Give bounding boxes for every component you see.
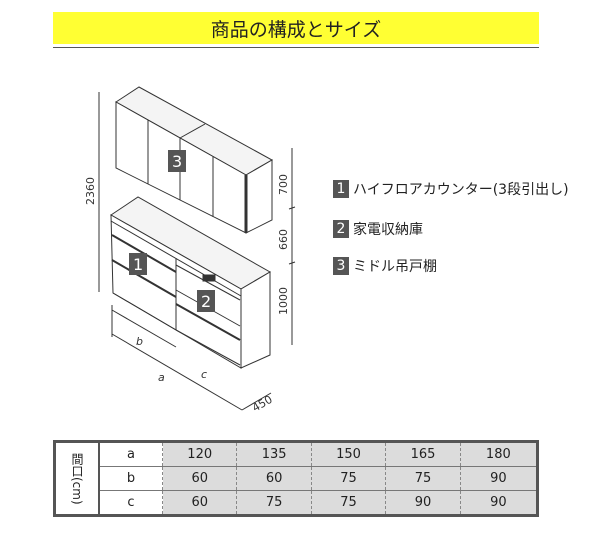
label-b: b	[136, 335, 143, 348]
dim-total-height: 2360	[84, 177, 97, 205]
badge-3: 3	[172, 152, 182, 171]
cabinet-diagram: 2360 700 660 1000 450 b a c 1 2 3	[84, 86, 296, 415]
page-title: 商品の構成とサイズ	[53, 12, 539, 44]
label-a: a	[158, 371, 165, 384]
badge-1: 1	[133, 255, 143, 274]
dim-upper: 700	[277, 174, 290, 195]
label-c: c	[201, 368, 207, 381]
title-divider	[53, 47, 539, 48]
dim-depth: 450	[250, 393, 275, 415]
width-unit-label: 間口(cm)	[70, 452, 84, 505]
dimension-lines	[98, 92, 296, 411]
dim-lower: 1000	[277, 287, 290, 315]
dim-gap: 660	[277, 229, 290, 250]
badge-2: 2	[201, 292, 211, 311]
